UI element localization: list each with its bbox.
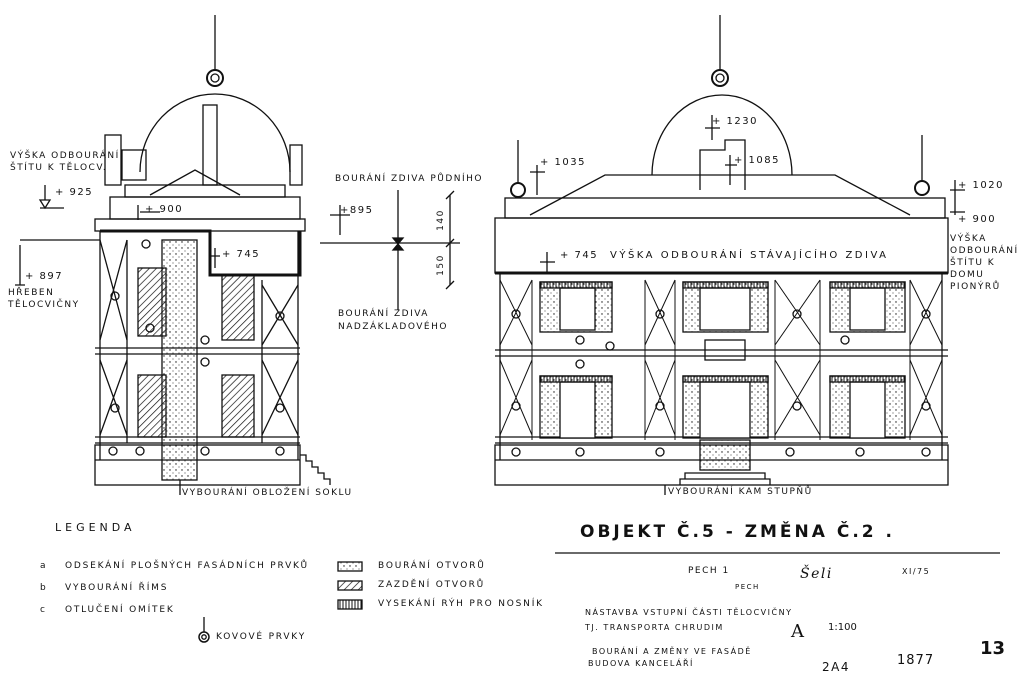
level-1020: + 1020 xyxy=(958,180,1005,191)
level-1035: + 1035 xyxy=(540,157,587,168)
project-line-2: TJ. TRANSPORTA CHRUDIM xyxy=(585,623,724,632)
legend-title: LEGENDA xyxy=(55,521,136,534)
label-steps: VYBOURÁNÍ KAM STUPŇŮ xyxy=(668,487,813,497)
legend-text-c: OTLUČENÍ OMÍTEK xyxy=(65,605,175,615)
legend-text-b: VYBOURÁNÍ ŘÍMS xyxy=(65,583,169,593)
section-detail xyxy=(320,190,460,310)
legend-hatch-vertical: VYSEKÁNÍ RÝH PRO NOSNÍK xyxy=(378,599,544,609)
dim-150: 150 xyxy=(435,254,446,276)
designer-1: PECH 1 xyxy=(688,566,730,576)
level-1085: + 1085 xyxy=(734,155,781,166)
level-925: + 925 xyxy=(55,187,94,198)
level-900-left: + 900 xyxy=(145,204,184,215)
drawing-number: 1877 xyxy=(897,653,935,668)
dim-140: 140 xyxy=(435,209,446,231)
legend-key-a: a xyxy=(40,561,48,571)
level-745-right: + 745 xyxy=(560,250,599,261)
level-745-left: + 745 xyxy=(222,249,261,260)
label-foundation-wall: BOURÁNÍ ZDIVA NADZÁKLADOVÉHO xyxy=(338,309,448,332)
right-elevation xyxy=(494,15,965,495)
date: XI/75 xyxy=(902,567,931,576)
level-900-right: + 900 xyxy=(958,214,997,225)
signature: Šeli xyxy=(800,566,833,582)
legend-text-a: ODSEKÁNÍ PLOŠNÝCH FASÁDNÍCH PRVKŮ xyxy=(65,561,309,571)
legend-metal-elements: KOVOVÉ PRVKY xyxy=(216,632,306,642)
level-895: +895 xyxy=(340,205,374,216)
level-897: + 897 xyxy=(25,271,64,282)
legend-symbols xyxy=(198,561,363,643)
label-attic-wall: BOURÁNÍ ZDIVA PŮDNÍHO xyxy=(335,174,484,184)
label-existing-wall: VÝŠKA ODBOURÁNÍ STÁVAJÍCÍHO ZDIVA xyxy=(610,250,889,261)
drawing-line-2: BUDOVA KANCELÁŘÍ xyxy=(588,659,694,668)
drawing-line-1: BOURÁNÍ A ZMĚNY VE FASÁDĚ xyxy=(592,647,752,656)
project-line-1: NÁSTAVBA VSTUPNÍ ČÁSTI TĚLOCVIČNY xyxy=(585,608,793,617)
label-gable-pioneers: VÝŠKA ODBOURÁNÍ ŠTÍTU K DOMU PIONÝRŮ xyxy=(950,234,1019,292)
format: A xyxy=(791,621,804,642)
label-gable-height: VÝŠKA ODBOURÁNÍ ŠTÍTU K TĚLOCV. xyxy=(10,151,120,173)
drawing-code: 2A4 xyxy=(822,660,850,674)
scale: 1:100 xyxy=(828,622,857,633)
drawing-title: OBJEKT Č.5 - ZMĚNA Č.2 . xyxy=(580,522,895,542)
level-1230: + 1230 xyxy=(712,116,759,127)
label-ridge: HŘEBEN TĚLOCVIČNY xyxy=(8,288,80,310)
legend-key-c: c xyxy=(40,605,47,615)
legend-key-b: b xyxy=(40,583,48,593)
sheet-number: 13 xyxy=(980,638,1006,659)
left-elevation xyxy=(15,15,331,495)
label-plinth: VYBOURÁNÍ OBLOŽENÍ SOKLU xyxy=(182,488,353,498)
legend-hatch-diagonal: ZAZDĚNÍ OTVORŮ xyxy=(378,580,486,590)
designer-2: PECH xyxy=(735,583,760,591)
legend-hatch-dotted: BOURÁNÍ OTVORŮ xyxy=(378,561,486,571)
